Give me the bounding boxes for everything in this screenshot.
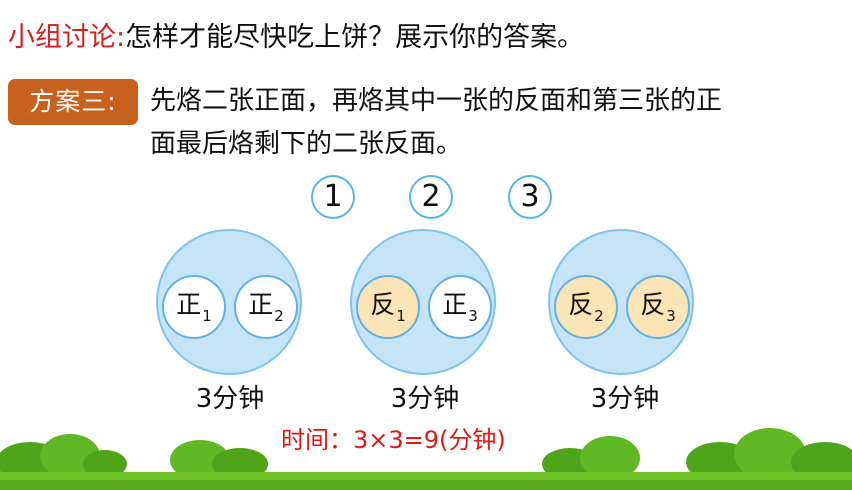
cake-front-1: 正1 — [162, 275, 226, 339]
total-time: 时间：3×3=9(分钟) — [281, 426, 506, 454]
pan-1: 正1 正2 — [156, 229, 302, 375]
plan-description-line1: 先烙二张正面，再烙其中一张的反面和第三张的正 — [150, 86, 723, 116]
plan-badge: 方案三: — [8, 79, 138, 125]
discussion-label: 小组讨论: — [8, 22, 126, 53]
cake-back-3: 反3 — [626, 275, 690, 339]
plan-description-line2: 面最后烙剩下的二张反面。 — [150, 129, 463, 159]
step-2-duration: 3分钟 — [390, 384, 460, 414]
step-2-number: 2 — [409, 175, 453, 219]
plan-description: 先烙二张正面，再烙其中一张的反面和第三张的正 面最后烙剩下的二张反面。 — [150, 80, 850, 166]
cake-back-2: 反2 — [554, 275, 618, 339]
step-1-number: 1 — [311, 175, 355, 219]
step-3-duration: 3分钟 — [590, 384, 660, 414]
cake-front-3: 正3 — [428, 275, 492, 339]
discussion-question: 怎样才能尽快吃上饼？展示你的答案。 — [125, 22, 585, 53]
pan-3: 反2 反3 — [548, 229, 694, 375]
cake-label: 反 — [568, 290, 594, 319]
cake-subscript: 1 — [396, 307, 406, 325]
step-3-number: 3 — [508, 175, 552, 219]
cake-subscript: 1 — [202, 307, 212, 325]
cake-back-1: 反1 — [356, 275, 420, 339]
cake-label: 正 — [248, 290, 274, 319]
cake-label: 正 — [176, 290, 202, 319]
cake-subscript: 2 — [594, 307, 604, 325]
cake-subscript: 2 — [274, 307, 284, 325]
cake-label: 正 — [442, 290, 468, 319]
grass-strip — [0, 428, 852, 490]
pan-2: 反1 正3 — [350, 229, 496, 375]
cake-subscript: 3 — [468, 307, 478, 325]
page-title: 小组讨论:怎样才能尽快吃上饼？展示你的答案。 — [8, 20, 584, 56]
step-1-duration: 3分钟 — [195, 384, 265, 414]
cake-subscript: 3 — [666, 307, 676, 325]
cake-front-2: 正2 — [234, 275, 298, 339]
cake-label: 反 — [370, 290, 396, 319]
bush-icon — [0, 434, 127, 482]
cake-label: 反 — [640, 290, 666, 319]
